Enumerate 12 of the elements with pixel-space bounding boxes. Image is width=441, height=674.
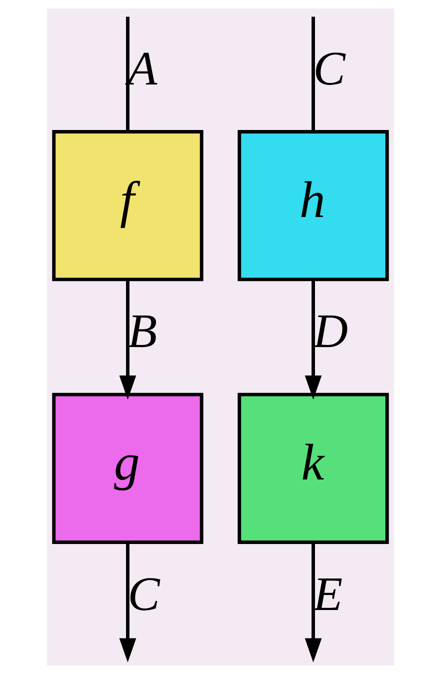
node-box: f [52,130,204,282]
connector [126,16,130,132]
arrow [119,542,136,662]
connector [312,16,315,132]
arrow [304,542,322,662]
arrow [304,280,322,400]
arrow [119,280,136,400]
node-box: h [238,130,389,282]
edge-label: C [313,42,346,96]
node-box: k [238,392,389,544]
edge-label: C [128,568,160,621]
node-box: g [52,392,204,544]
